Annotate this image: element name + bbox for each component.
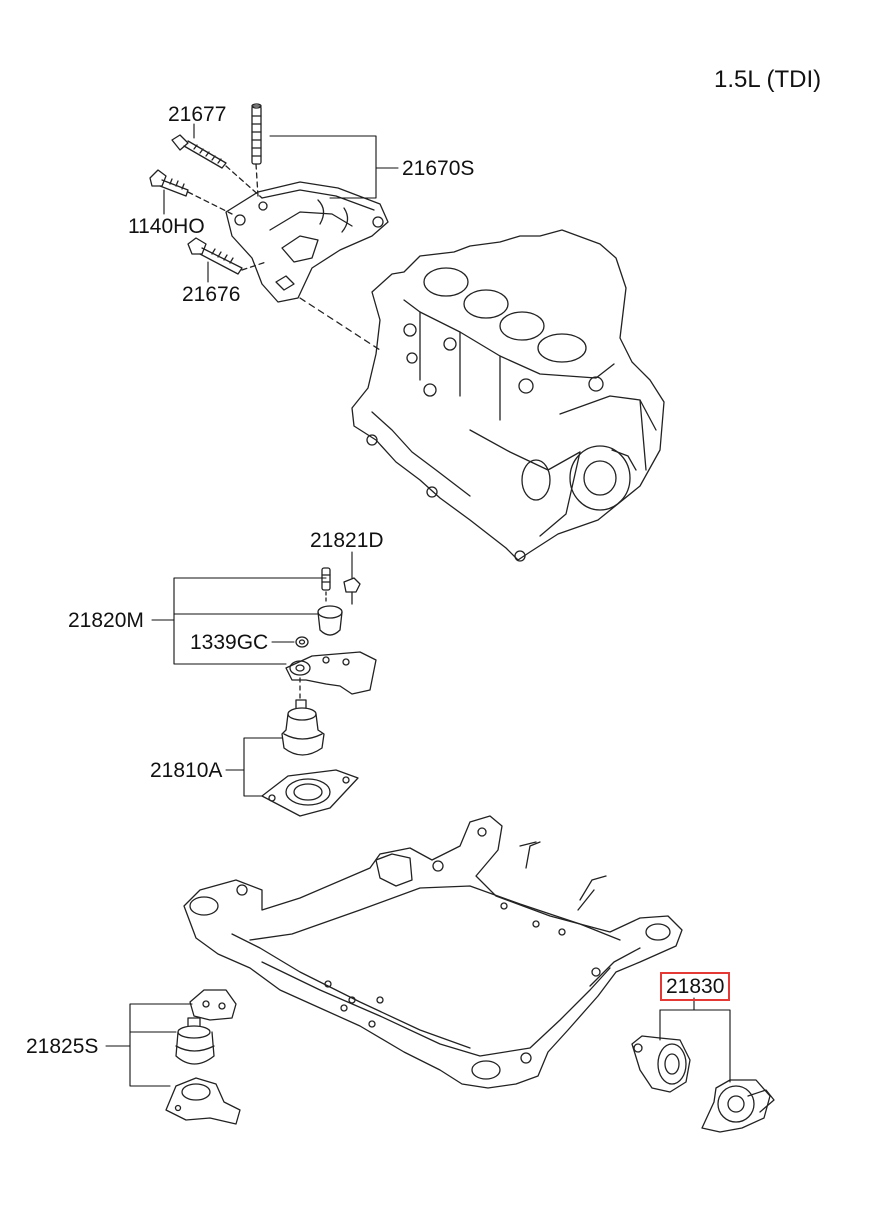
callout-1140ho[interactable]: 1140HO (128, 215, 205, 238)
callout-21810a[interactable]: 21810A (150, 759, 223, 782)
bolt-21676[interactable] (187, 237, 243, 275)
bolt-21820m[interactable] (321, 567, 331, 591)
callout-21676[interactable]: 21676 (182, 283, 241, 306)
bushing-21830[interactable] (631, 1035, 691, 1093)
insulator-21810a[interactable] (281, 699, 325, 756)
callout-21821d[interactable]: 21821D (310, 529, 384, 552)
mount-base-21825s[interactable] (165, 1077, 241, 1125)
sub-frame[interactable] (183, 815, 683, 1089)
stud-21670s[interactable] (251, 103, 262, 165)
mount-plate-21810a[interactable] (261, 769, 359, 817)
callout-21677[interactable]: 21677 (168, 103, 227, 126)
engine-block[interactable] (351, 229, 665, 562)
callout-21670s[interactable]: 21670S (402, 157, 475, 180)
bolt-21677[interactable] (171, 134, 227, 169)
engine-bracket-21670s[interactable] (225, 181, 389, 303)
callout-21830-highlighted[interactable]: 21830 (660, 972, 731, 1001)
nut-1339gc[interactable] (295, 636, 309, 648)
bolt-1140ho[interactable] (149, 169, 189, 197)
mount-bracket-21825s[interactable] (189, 989, 237, 1021)
engine-variant-label: 1.5L (TDI) (714, 66, 822, 93)
insulator-21825s[interactable] (175, 1017, 215, 1065)
nut-21821d[interactable] (343, 577, 361, 605)
callout-21820m[interactable]: 21820M (68, 609, 144, 632)
callout-1339gc[interactable]: 1339GC (190, 631, 269, 654)
callout-leaders (105, 123, 731, 1087)
mount-bracket-21830[interactable] (701, 1079, 775, 1133)
bushing-21820m[interactable] (317, 605, 343, 636)
mount-bracket-21820m[interactable] (285, 651, 377, 695)
callout-21825s[interactable]: 21825S (26, 1035, 99, 1058)
